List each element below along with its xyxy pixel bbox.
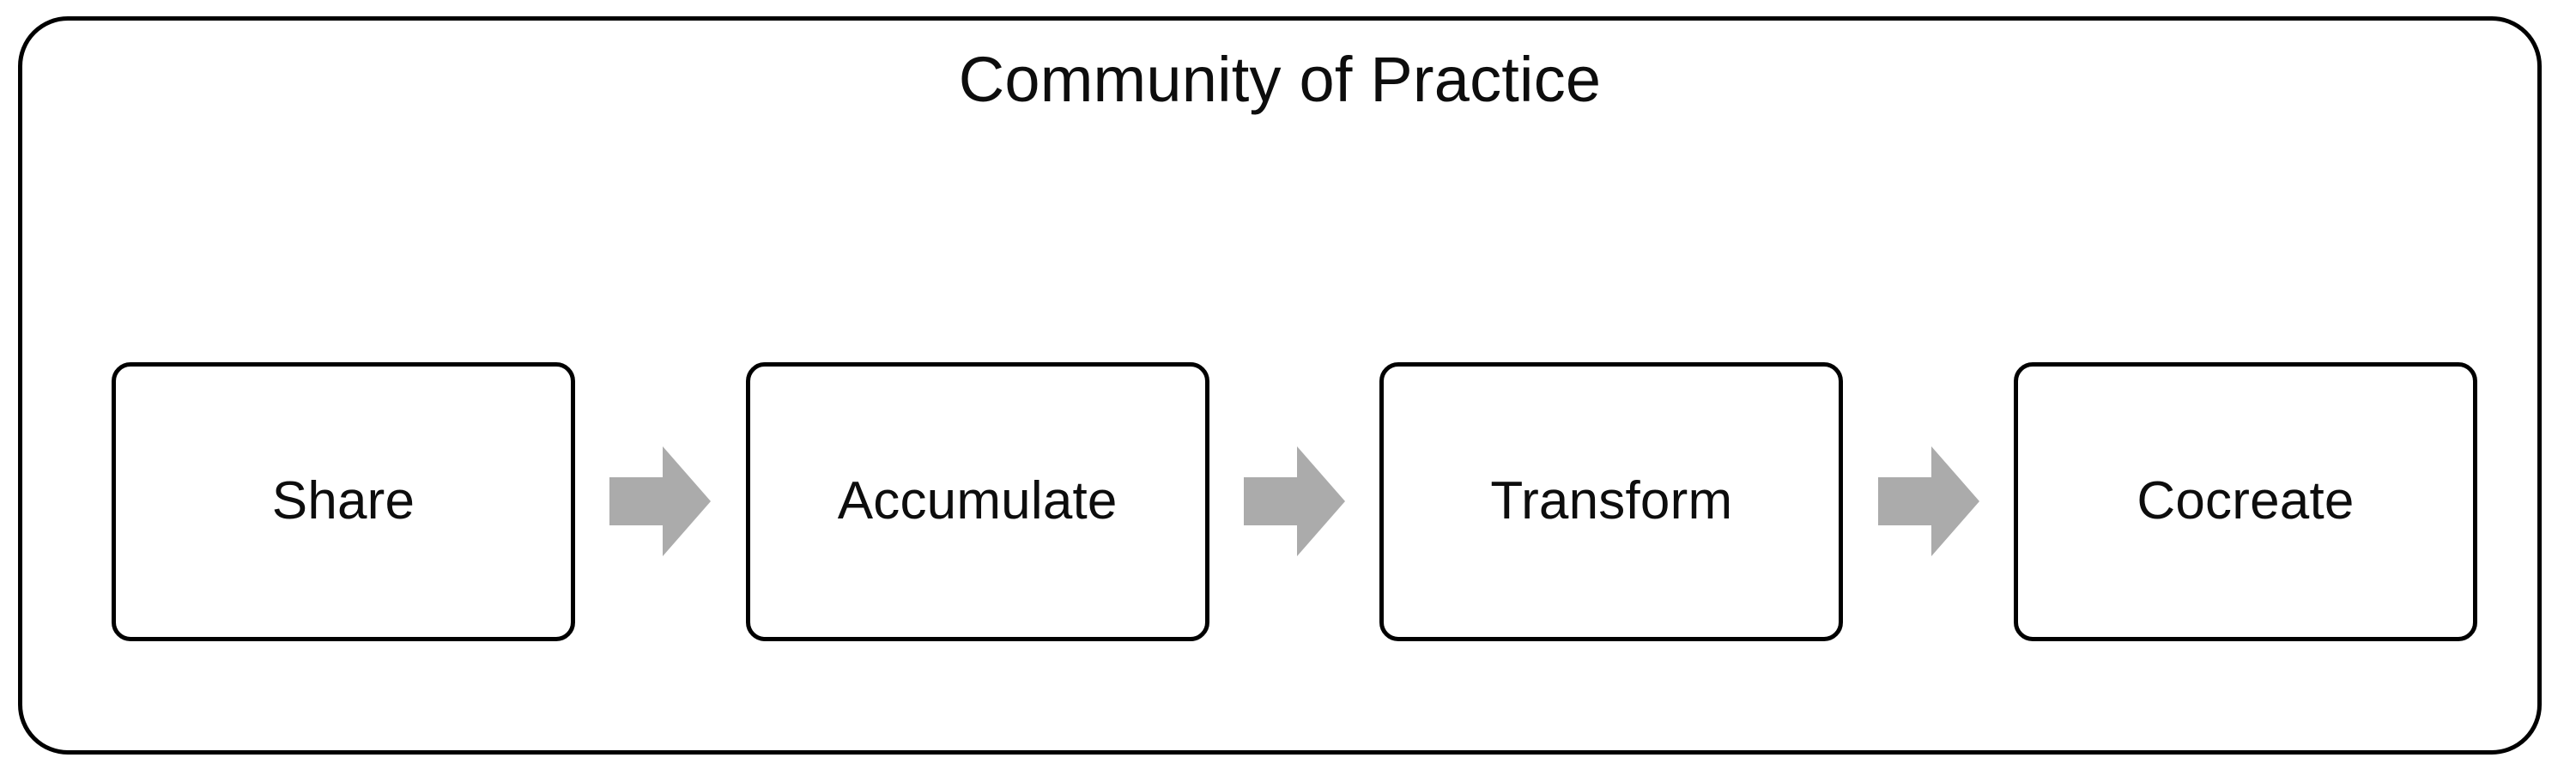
stage-label: Transform	[1490, 470, 1733, 530]
stage-box-transform[interactable]: Transform	[1379, 361, 1844, 641]
stage-label: Share	[271, 470, 415, 530]
stage-box-cocreate[interactable]: Cocreate	[2013, 361, 2477, 641]
stage-box-share[interactable]: Share	[112, 361, 575, 641]
right-block-arrow-icon	[1876, 446, 1981, 557]
right-block-arrow-icon	[608, 446, 712, 557]
stage-box-accumulate[interactable]: Accumulate	[745, 361, 1209, 641]
stage-label: Accumulate	[837, 470, 1118, 530]
process-flow-row: Share Accumulate Transform	[112, 351, 2477, 652]
diagram-title: Community of Practice	[958, 44, 1602, 115]
right-block-arrow-icon	[1242, 446, 1347, 557]
stage-label: Cocreate	[2137, 470, 2355, 530]
community-of-practice-container: Community of Practice Share Accumulate	[18, 16, 2542, 755]
